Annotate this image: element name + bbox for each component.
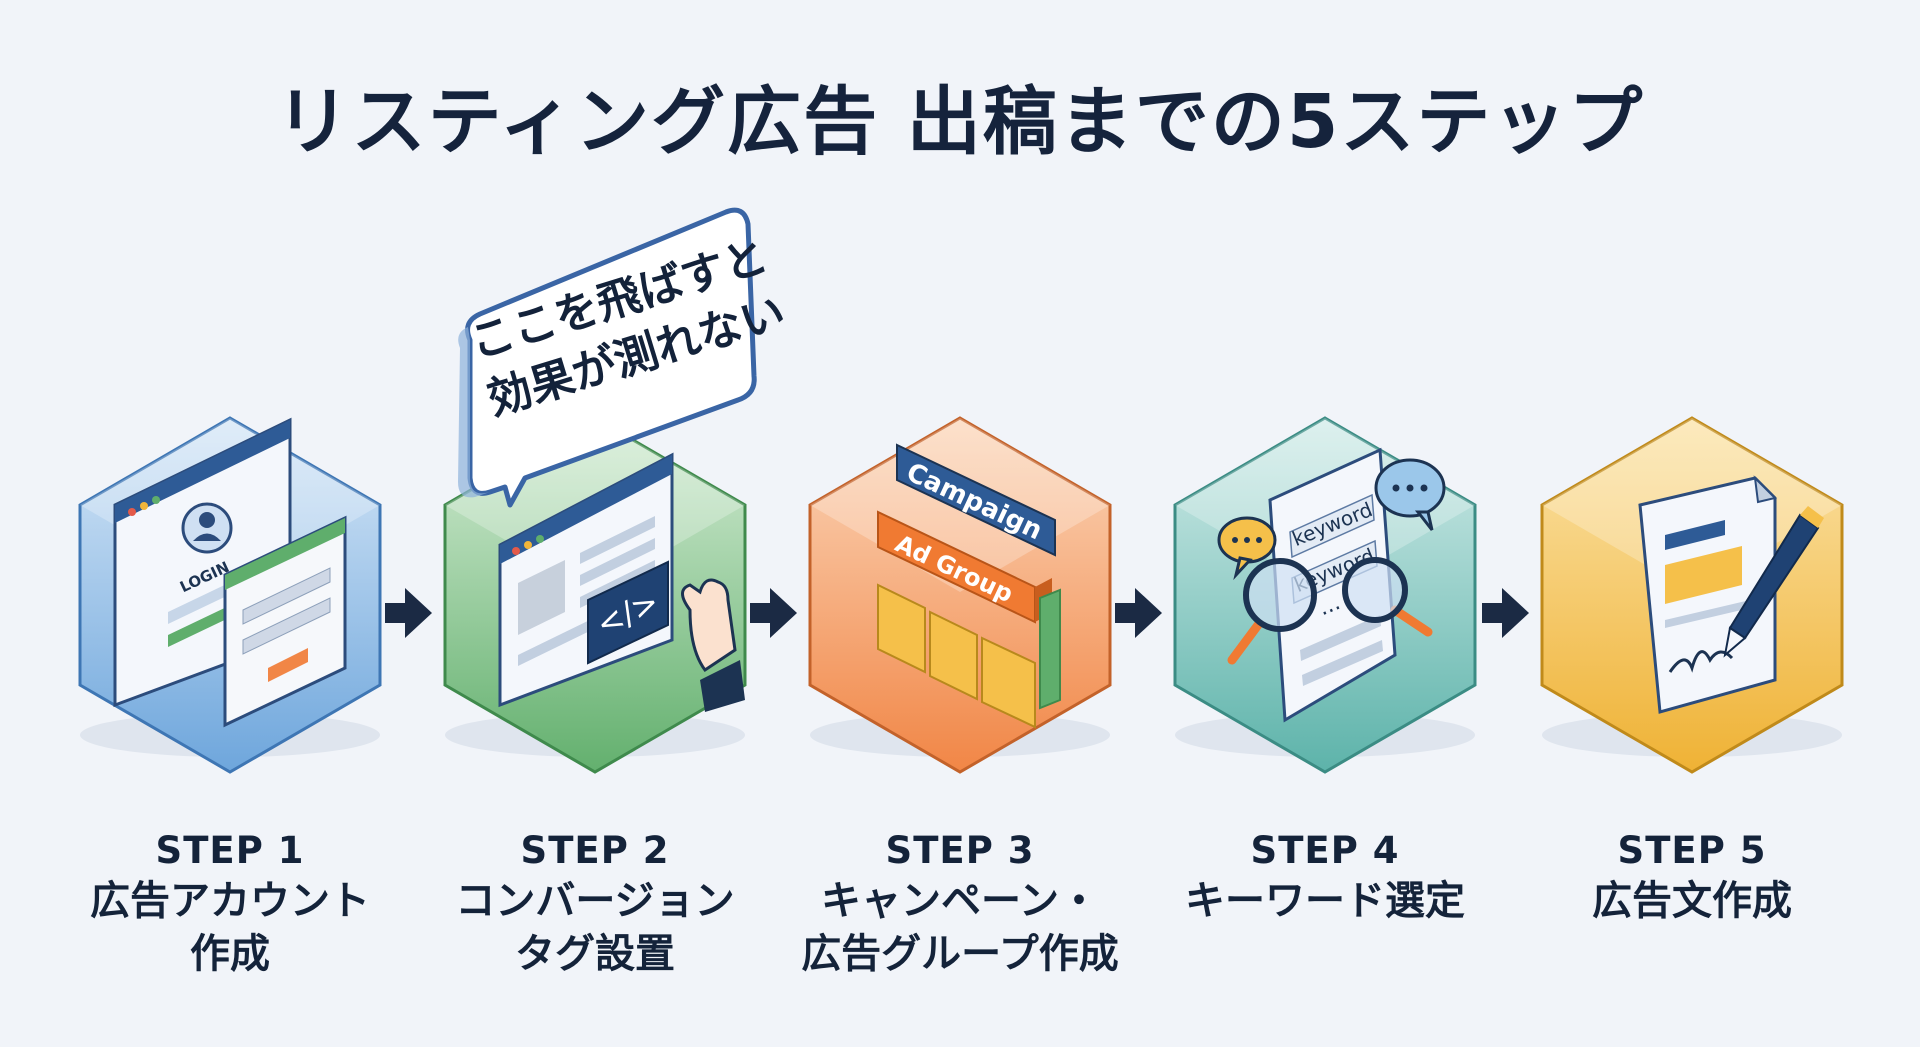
step-5-document-illustration xyxy=(1638,475,1824,714)
step-4-keyword-illustration: keyword keyword ... xyxy=(1217,447,1446,723)
step-5-name-line-1: 広告文作成 xyxy=(1592,878,1792,925)
magnifier-right-icon xyxy=(1342,557,1433,637)
step-5-label: STEP 5 広告文作成 xyxy=(1502,828,1882,926)
step-2-name-line-2: タグ設置 xyxy=(515,930,675,977)
step-4-label: STEP 4 キーワード選定 xyxy=(1135,828,1515,926)
step-4-number: STEP 4 xyxy=(1250,829,1400,872)
step-1-name-line-2: 作成 xyxy=(190,930,270,977)
hand-icon xyxy=(681,578,737,673)
step-1-label: STEP 1 広告アカウント 作成 xyxy=(40,828,420,979)
speech-bubble-right-icon xyxy=(1374,458,1446,531)
magnifier-left-icon xyxy=(1227,558,1317,665)
step-3-label: STEP 3 キャンペーン・ 広告グループ作成 xyxy=(770,828,1150,979)
step-2-name-line-1: コンバージョン xyxy=(455,878,735,925)
arrow-1-to-2 xyxy=(385,588,432,638)
arrow-2-to-3 xyxy=(750,588,797,638)
step-3-name-line-1: キャンペーン・ xyxy=(821,878,1099,925)
step-1-number: STEP 1 xyxy=(155,829,305,872)
page-title: リスティング広告 出稿までの5ステップ xyxy=(275,79,1645,165)
step-5-number: STEP 5 xyxy=(1617,829,1767,872)
step-2-tag-illustration: </> xyxy=(498,452,745,712)
speech-bubble-left-icon xyxy=(1217,516,1277,581)
step-3-name-line-2: 広告グループ作成 xyxy=(801,930,1119,977)
step-4-name-line-1: キーワード選定 xyxy=(1185,878,1465,925)
arrow-4-to-5 xyxy=(1482,588,1529,638)
step-1-name-line-1: 広告アカウント xyxy=(90,878,370,925)
callout-bubble xyxy=(458,207,757,508)
step-3-hexagon xyxy=(808,416,1112,774)
step-2-number: STEP 2 xyxy=(520,829,670,872)
step-3-number: STEP 3 xyxy=(885,829,1035,872)
step-2-label: STEP 2 コンバージョン タグ設置 xyxy=(405,828,785,979)
step-1-login-illustration: LOGIN xyxy=(113,417,347,728)
arrow-3-to-4 xyxy=(1115,588,1162,638)
pen-icon xyxy=(1723,506,1824,658)
